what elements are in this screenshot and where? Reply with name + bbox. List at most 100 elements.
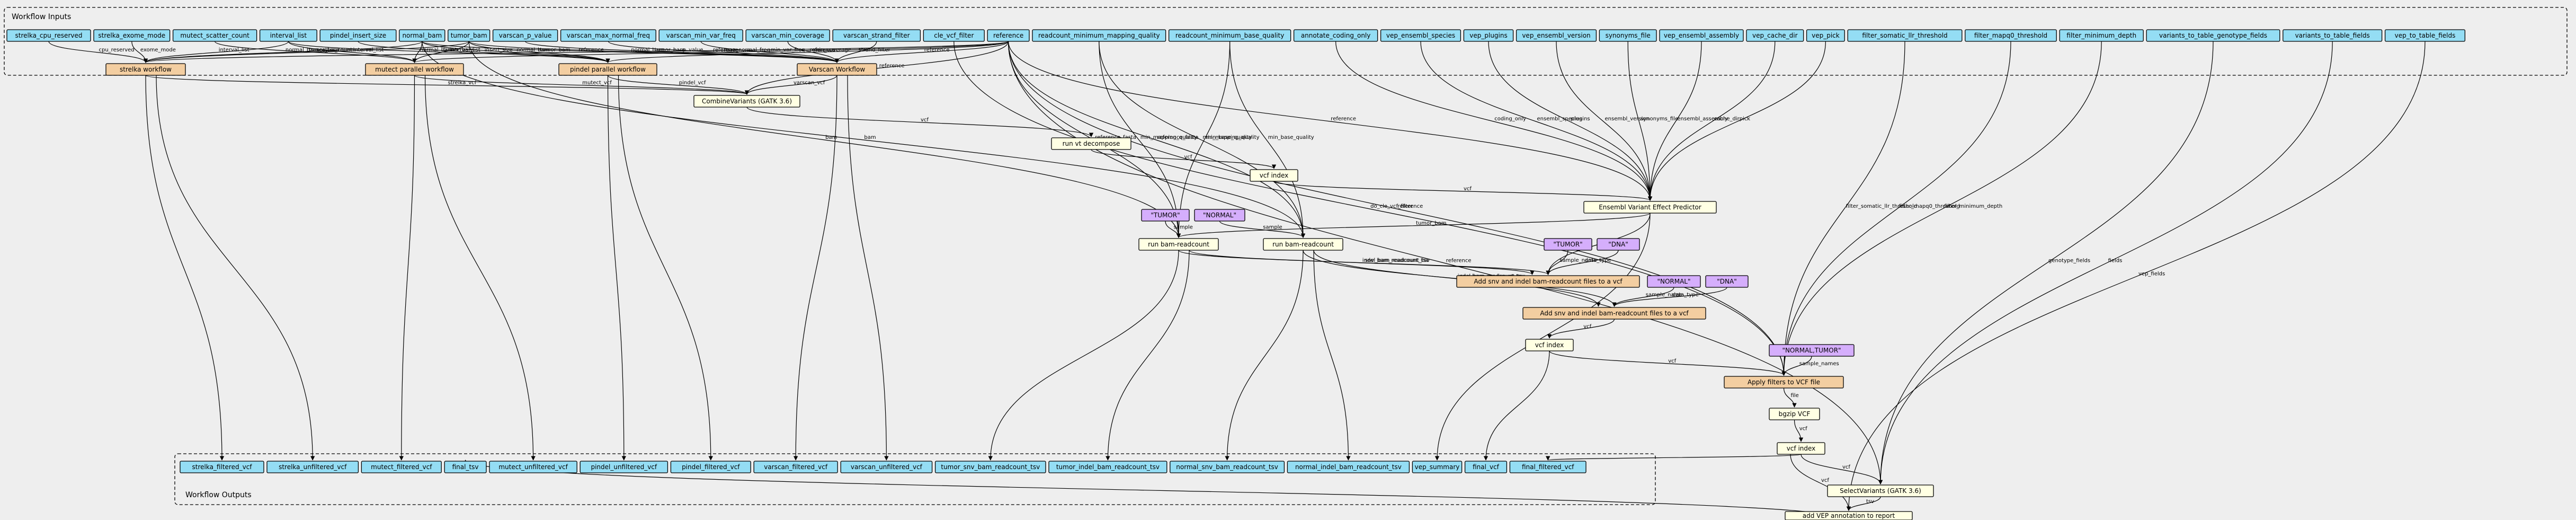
step-combine[interactable]: CombineVariants (GATK 3.6) [693,95,800,108]
step-rc_tumor[interactable]: run bam-readcount [1138,238,1219,251]
step-add_normal[interactable]: Add snv and indel bam-readcount files to… [1522,307,1706,320]
input-box [1659,29,1744,42]
step-mutect[interactable]: mutect parallel workflow [365,63,464,76]
input-in9[interactable]: varscan_min_var_freq [658,29,743,42]
literal-lnt[interactable]: "NORMAL,TUMOR" [1769,344,1855,357]
literal-ln1[interactable]: "NORMAL" [1194,209,1245,222]
literal-lt1[interactable]: "TUMOR" [1141,209,1190,222]
step-index3[interactable]: vcf index [1777,442,1825,455]
output-out1[interactable]: strelka_unfiltered_vcf [266,461,359,473]
edge-index2-out14 [1483,350,1550,461]
input-in3[interactable]: interval_list [259,29,317,42]
input-box [1746,29,1804,42]
step-box [797,63,877,76]
output-out15[interactable]: final_filtered_vcf [1509,461,1586,473]
output-out8[interactable]: varscan_unfiltered_vcf [840,461,933,473]
input-in24[interactable]: filter_somatic_llr_threshold [1847,29,1963,42]
edge-label: reference [1398,204,1423,209]
edge-index3-report [1790,454,1851,511]
input-in23[interactable]: vep_pick [1806,29,1845,42]
edge-label: tsv [1866,499,1874,505]
input-in19[interactable]: vep_ensembl_version [1516,29,1597,42]
step-box [1583,201,1717,214]
literal-ld2[interactable]: "DNA" [1705,275,1749,288]
input-in27[interactable]: variants_to_table_genotype_fields [2146,29,2280,42]
input-in11[interactable]: varscan_strand_filter [832,29,921,42]
output-label: normal_snv_bam_readcount_tsv [1176,463,1278,471]
input-in2[interactable]: mutect_scatter_count [172,29,257,42]
input-in15[interactable]: readcount_minimum_base_quality [1168,29,1291,42]
input-in1[interactable]: strelka_exome_mode [93,29,171,42]
step-rc_normal[interactable]: run bam-readcount [1263,238,1343,251]
step-add_tumor[interactable]: Add snv and indel bam-readcount files to… [1456,275,1640,288]
step-select[interactable]: SelectVariants (GATK 3.6) [1827,484,1934,497]
step-filters[interactable]: Apply filters to VCF file [1724,376,1844,389]
input-box [6,29,91,42]
step-decompose[interactable]: run vt decompose [1051,137,1131,150]
output-out2[interactable]: mutect_filtered_vcf [361,461,442,473]
input-in26[interactable]: filter_minimum_depth [2059,29,2144,42]
output-out14[interactable]: final_vcf [1464,461,1508,473]
edge-label: filter_minimum_depth [1944,204,2002,209]
input-label: vep_ensembl_version [1522,32,1590,39]
input-in28[interactable]: variants_to_table_fields [2283,29,2383,42]
input-in14[interactable]: readcount_minimum_mapping_quality [1032,29,1166,42]
step-pindel[interactable]: pindel parallel workflow [558,63,657,76]
input-in7[interactable]: varscan_p_value [492,29,558,42]
input-box [2283,29,2383,42]
edge-label: file [1791,393,1799,399]
input-in4[interactable]: pindel_insert_size [319,29,397,42]
output-box [361,461,442,473]
output-out0[interactable]: strelka_filtered_vcf [180,461,264,473]
output-out11[interactable]: normal_snv_bam_readcount_tsv [1170,461,1285,473]
output-out5[interactable]: pindel_unfiltered_vcf [580,461,668,473]
step-report[interactable]: add VEP annotation to report [1785,511,1913,520]
edge-label: vcf [1821,478,1829,483]
output-out6[interactable]: pindel_filtered_vcf [670,461,751,473]
input-box [2146,29,2280,42]
input-in5[interactable]: normal_bam [399,29,445,42]
edge-in0-strelka [48,41,148,63]
input-in13[interactable]: reference [987,29,1030,42]
edge-label: sample_name [1559,258,1597,263]
edge-label: data_type [1585,258,1611,263]
input-in12[interactable]: cle_vcf_filter [923,29,985,42]
step-index2[interactable]: vcf index [1525,339,1574,351]
step-label: SelectVariants (GATK 3.6) [1840,487,1921,495]
step-strelka[interactable]: strelka workflow [105,63,186,76]
input-in18[interactable]: vep_plugins [1463,29,1514,42]
input-in25[interactable]: filter_mapq0_threshold [1965,29,2057,42]
output-label: strelka_unfiltered_vcf [279,463,347,471]
step-varscan[interactable]: Varscan Workflow [797,63,877,76]
output-out7[interactable]: varscan_filtered_vcf [753,461,838,473]
literal-box [1597,238,1640,251]
input-in0[interactable]: strelka_cpu_reserved [6,29,91,42]
literal-ln2[interactable]: "NORMAL" [1647,275,1701,288]
output-out10[interactable]: tumor_indel_bam_readcount_tsv [1048,461,1167,473]
input-in6[interactable]: tumor_bam [448,29,491,42]
step-index1[interactable]: vcf index [1250,169,1298,182]
input-in21[interactable]: vep_ensembl_assembly [1659,29,1744,42]
input-in10[interactable]: varscan_min_coverage [745,29,830,42]
literal-ld1[interactable]: "DNA" [1597,238,1640,251]
input-in8[interactable]: varscan_max_normal_freq [560,29,656,42]
edge-label: ensembl_species [1537,116,1582,122]
input-in29[interactable]: vep_to_table_fields [2384,29,2466,42]
input-in22[interactable]: vep_cache_dir [1746,29,1804,42]
input-in17[interactable]: vep_ensembl_species [1380,29,1461,42]
step-box [1827,484,1934,497]
output-out4[interactable]: mutect_unfiltered_vcf [489,461,577,473]
step-bgzip[interactable]: bgzip VCF [1769,408,1820,420]
literal-lt2[interactable]: "TUMOR" [1544,238,1592,251]
step-label: bgzip VCF [1779,410,1811,418]
output-out13[interactable]: vep_summary [1412,461,1463,473]
input-in20[interactable]: synonyms_file [1599,29,1657,42]
output-label: mutect_filtered_vcf [371,463,432,471]
output-out12[interactable]: normal_indel_bam_readcount_tsv [1287,461,1410,473]
input-in16[interactable]: annotate_coding_only [1293,29,1378,42]
output-out9[interactable]: tumor_snv_bam_readcount_tsv [934,461,1046,473]
output-out3[interactable]: final_tsv [444,461,487,473]
step-vep[interactable]: Ensembl Variant Effect Predictor [1583,201,1717,214]
edge-varscan-out7 [794,75,837,461]
